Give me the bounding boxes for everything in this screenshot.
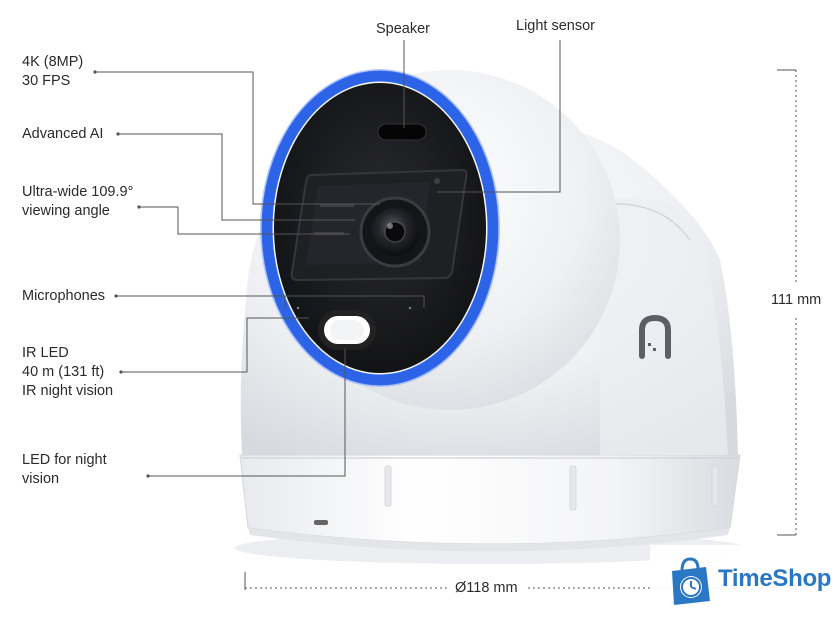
watermark-brand: TimeShop bbox=[718, 565, 832, 592]
reset-port bbox=[314, 520, 328, 525]
label-ir-led: IR LED 40 m (131 ft) IR night vision bbox=[22, 344, 113, 401]
diameter-label: Ø118 mm bbox=[455, 580, 518, 596]
label-advanced-ai: Advanced AI bbox=[22, 126, 104, 142]
height-label: 111 mm bbox=[771, 292, 822, 308]
microphone-left bbox=[296, 306, 300, 310]
led-ring bbox=[261, 70, 499, 386]
brand-logo-icon bbox=[639, 314, 671, 359]
label-resolution: 4K (8MP) 30 FPS bbox=[22, 53, 83, 91]
label-led-night-vision: LED for night vision bbox=[22, 451, 107, 489]
label-resolution-line1: 4K (8MP) bbox=[22, 54, 84, 70]
label-resolution-line2: 30 FPS bbox=[22, 73, 71, 89]
microphone-right bbox=[408, 306, 412, 310]
label-led-night-line2: vision bbox=[22, 471, 60, 487]
label-viewing-angle-line2: viewing angle bbox=[22, 203, 110, 219]
speaker-grille bbox=[377, 123, 427, 141]
label-microphones: Microphones bbox=[22, 288, 106, 304]
label-viewing-angle-line1: Ultra-wide 109.9° bbox=[22, 184, 134, 200]
height-dimension bbox=[777, 69, 797, 536]
label-light-sensor: Light sensor bbox=[516, 18, 595, 34]
label-ir-led-line1: IR LED bbox=[22, 345, 69, 361]
label-viewing-angle: Ultra-wide 109.9° viewing angle bbox=[22, 183, 133, 221]
camera-base-rim bbox=[248, 528, 730, 552]
label-ir-led-line3: IR night vision bbox=[22, 383, 114, 399]
light-sensor-dot bbox=[434, 178, 440, 184]
camera-base bbox=[239, 454, 741, 545]
label-speaker: Speaker bbox=[376, 21, 431, 37]
diameter-dimension bbox=[244, 572, 735, 590]
leader-lines bbox=[95, 40, 561, 477]
watermark bbox=[650, 545, 840, 617]
leader-dots bbox=[93, 70, 150, 478]
shopping-bag-clock-icon bbox=[672, 557, 710, 605]
label-led-night-line1: LED for night bbox=[22, 452, 107, 468]
label-ir-led-line2: 40 m (131 ft) bbox=[22, 364, 105, 380]
